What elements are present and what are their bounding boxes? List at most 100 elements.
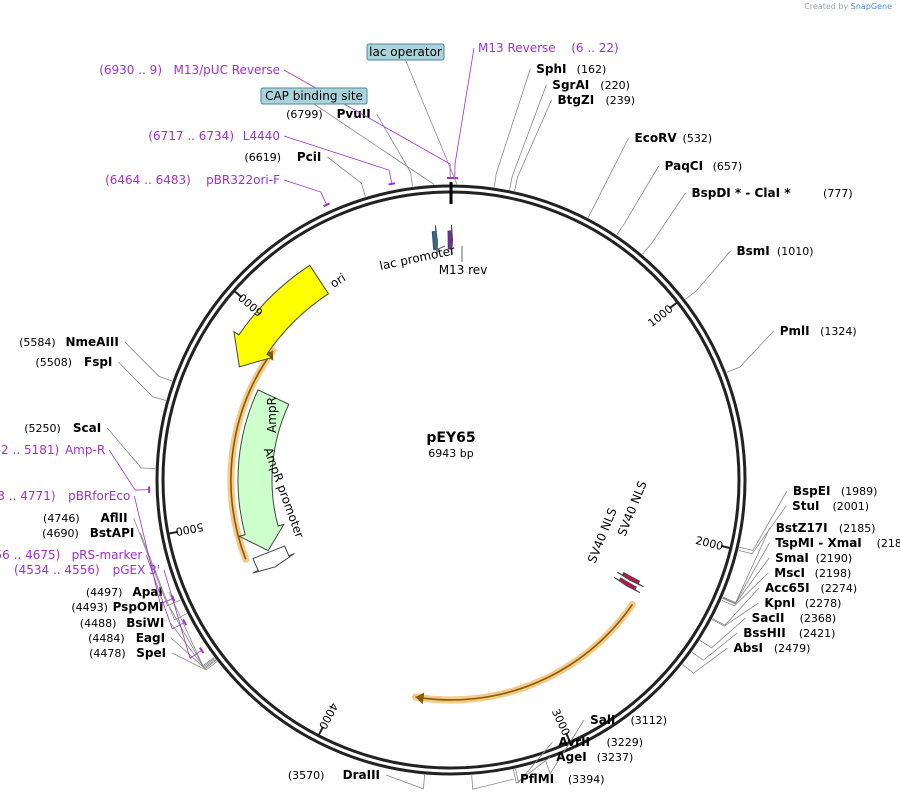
site-position: (2198) [815,567,852,580]
box-lac-operator[interactable]: lac operator [366,43,458,185]
site-position: (4690) [42,527,79,540]
site-name: SmaI [775,551,809,565]
site-bsshii[interactable]: BssHII(2421) [691,626,836,661]
box-cap-binding-site[interactable]: CAP binding site [260,87,435,185]
site-leader [642,192,686,255]
site-absi[interactable]: AbsI(2479) [682,641,811,674]
feature-sv40-nls-arrow[interactable] [616,571,644,588]
site-stui[interactable]: StuI(2001) [738,499,870,555]
site-draiii[interactable]: DraIII(3570) [288,768,426,790]
site-pflmi[interactable]: PflMI(3394) [471,772,605,790]
site-kpni[interactable]: KpnI(2278) [711,596,841,627]
site-name: PflMI [520,772,554,786]
tick-label-4000: 4000 [316,701,340,732]
primer-pbrforeco[interactable]: pBRforEco(4753 .. 4771) [0,489,176,605]
site-avrii[interactable]: AvrII(3229) [515,735,643,784]
primer-range: (5162 .. 5181) [0,443,59,457]
primer-m13-reverse[interactable]: M13 Reverse(6 .. 22) [451,41,619,180]
site-tspmi-xmai[interactable]: TspMI - XmaI (2188) [722,536,900,604]
site-name: SpeI [136,646,166,660]
site-position: (2185) [839,522,876,535]
site-position: (4493) [71,601,108,614]
site-bsmi[interactable]: BsmI (1010) [685,244,814,300]
primer-leader [283,135,393,184]
site-smai[interactable]: SmaI(2190) [722,551,852,605]
primer-range: (6930 .. 9) [99,63,162,77]
site-btgzi[interactable]: BtgZI(239) [514,93,636,191]
site-position: (1010) [777,245,814,258]
primer-pgex-3[interactable]: pGEX 3'(4534 .. 4556) [14,563,205,659]
site-fspi[interactable]: FspI(5508) [35,355,167,401]
site-paqci[interactable]: PaqCI(657) [616,159,742,236]
feature-m13-rev-arrow[interactable] [447,224,454,256]
primer-pbr322ori-f[interactable]: pBR322ori-F(6464 .. 6483) [105,173,331,208]
site-pcii[interactable]: PciI(6619) [244,150,366,197]
feature-lac-promoter-arrow[interactable] [431,225,438,256]
box-background [366,43,445,61]
site-aflii[interactable]: AflII(4746) [43,511,181,607]
site-bstapi[interactable]: BstAPI(4690) [42,526,188,621]
site-sacii[interactable]: SacII(2368) [699,611,836,649]
site-name: BsmI [737,244,770,258]
primer-prs-marker[interactable]: pRS-marker(4656 .. 4675) [0,548,188,630]
tick-mark-2000 [720,544,732,550]
primer-m13-puc-reverse[interactable]: M13/pUC Reverse(6930 .. 9) [99,63,454,180]
box-background [260,87,368,105]
site-sphi[interactable]: SphI(162) [493,62,606,188]
site-position: (2188) [877,537,900,550]
primer-amp-r[interactable]: Amp-R(5162 .. 5181) [0,443,151,493]
site-bspei[interactable]: BspEI(1989) [739,484,877,551]
tick-mark-6000 [233,289,243,298]
site-bspdi-clai[interactable]: BspDI * - ClaI *(777) [642,186,853,255]
site-sali[interactable]: SalI(3112) [545,713,667,775]
site-pmli[interactable]: PmlI(1324) [726,324,857,373]
site-leader [512,756,551,784]
lac-promoter-leader [435,245,446,251]
site-position: (4478) [89,647,126,660]
site-leader [170,622,216,669]
plasmid-name: pEY65 [426,430,475,446]
site-sgrai[interactable]: SgrAI(220) [509,78,630,190]
site-pspomi[interactable]: PspOMI (4493) [71,600,215,668]
primer-range: (6717 .. 6734) [148,129,234,143]
site-name: PspOMI [113,600,164,614]
site-name: TspMI - XmaI [775,536,861,550]
site-agei[interactable]: AgeI(3237) [512,750,633,784]
site-eagi[interactable]: EagI(4484) [88,631,217,670]
credit-brand: SnapGene [850,2,892,11]
feature-ori-arrow[interactable] [233,264,330,368]
site-leader [691,632,738,661]
site-position: (4497) [86,586,123,599]
site-scai[interactable]: ScaI(5250) [24,421,156,469]
site-leader [515,741,553,784]
site-pvuii[interactable]: PvuII(6799) [286,107,413,187]
primer-name: pGEX 3' [113,563,160,577]
site-position: (777) [823,187,853,200]
site-leader [170,637,217,670]
site-leader [587,137,629,218]
site-msci[interactable]: MscI(2198) [721,566,852,607]
site-leader [376,113,413,187]
site-name: ApaI [132,585,162,599]
site-name: EcoRV [635,131,678,145]
site-leader [738,505,787,555]
site-leader [385,774,426,790]
box-label: CAP binding site [265,89,363,103]
orf-line [415,603,634,701]
site-position: (3112) [630,714,667,727]
site-spei[interactable]: SpeI (4478) [89,646,218,671]
orf-layer [227,347,636,705]
site-ecorv[interactable]: EcoRV(532) [587,131,712,218]
site-position: (239) [606,94,636,107]
feature-ampr-arrow[interactable] [237,389,290,552]
tick-mark-4000 [317,726,324,737]
site-bsiwi[interactable]: BsiWI(4488) [80,616,216,669]
feature-sv40-nls-arrow[interactable] [613,576,641,594]
primer-l4440[interactable]: L4440(6717 .. 6734) [148,129,396,186]
feature-ampr-promoter-arrow[interactable] [252,545,295,574]
site-acc65i[interactable]: Acc65I(2274) [712,581,858,626]
primer-name: pRS-marker [72,548,143,562]
site-nmeaiii[interactable]: NmeAIII(5584) [19,335,173,382]
site-name: PciI [297,150,322,164]
